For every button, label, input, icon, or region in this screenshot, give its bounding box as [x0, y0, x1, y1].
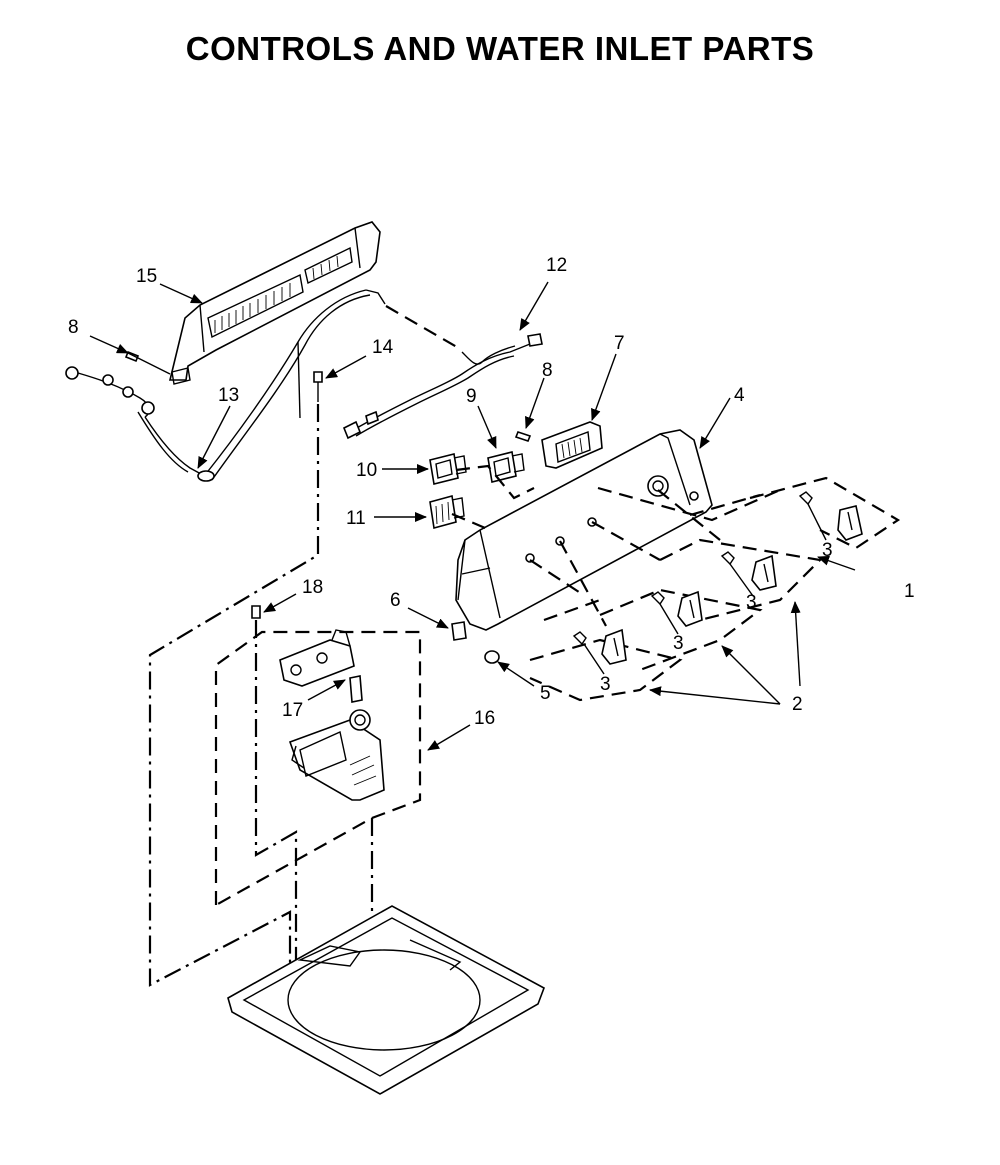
console-rear-panel — [168, 221, 381, 385]
diagram-title: CONTROLS AND WATER INLET PARTS — [185, 30, 815, 67]
callout-3: 3 — [673, 633, 684, 654]
callout-18: 18 — [302, 577, 323, 598]
callout-3: 3 — [746, 592, 757, 613]
switch — [429, 453, 467, 485]
callout-7: 7 — [614, 333, 625, 354]
callout-8: 8 — [68, 317, 79, 338]
callout-13: 13 — [218, 385, 239, 406]
screw — [313, 371, 323, 402]
callout-5: 5 — [540, 683, 551, 704]
switch — [429, 494, 465, 530]
spring — [650, 591, 665, 606]
callout-6: 6 — [390, 590, 401, 611]
wire-harness — [342, 333, 543, 440]
callout-11: 11 — [346, 508, 366, 529]
screw — [514, 431, 532, 442]
spring — [720, 551, 735, 566]
knob — [837, 505, 863, 541]
clip — [451, 621, 467, 641]
water-inlet-valve — [279, 629, 363, 703]
callout-4: 4 — [734, 385, 745, 406]
top-panel — [227, 905, 545, 1095]
callout-1: 1 — [904, 581, 915, 602]
callout-8: 8 — [542, 360, 553, 381]
callout-17: 17 — [282, 700, 303, 721]
screw — [251, 605, 261, 619]
console — [455, 429, 713, 631]
callout-9: 9 — [466, 386, 477, 407]
foot — [484, 650, 500, 664]
callout-3: 3 — [822, 540, 833, 561]
spring — [572, 631, 587, 646]
callout-16: 16 — [474, 708, 495, 729]
knob — [751, 554, 777, 591]
hose — [65, 289, 386, 482]
switch — [487, 451, 525, 483]
callout-14: 14 — [372, 337, 394, 358]
callout-3: 3 — [600, 674, 611, 695]
callout-10: 10 — [356, 460, 377, 481]
callout-15: 15 — [136, 266, 157, 287]
callout-12: 12 — [546, 255, 567, 276]
electronic-control — [541, 421, 603, 469]
knob — [677, 590, 703, 627]
knob — [601, 628, 627, 665]
inlet-valve-assembly — [288, 709, 385, 801]
spring — [798, 491, 813, 506]
callout-2: 2 — [792, 694, 803, 715]
